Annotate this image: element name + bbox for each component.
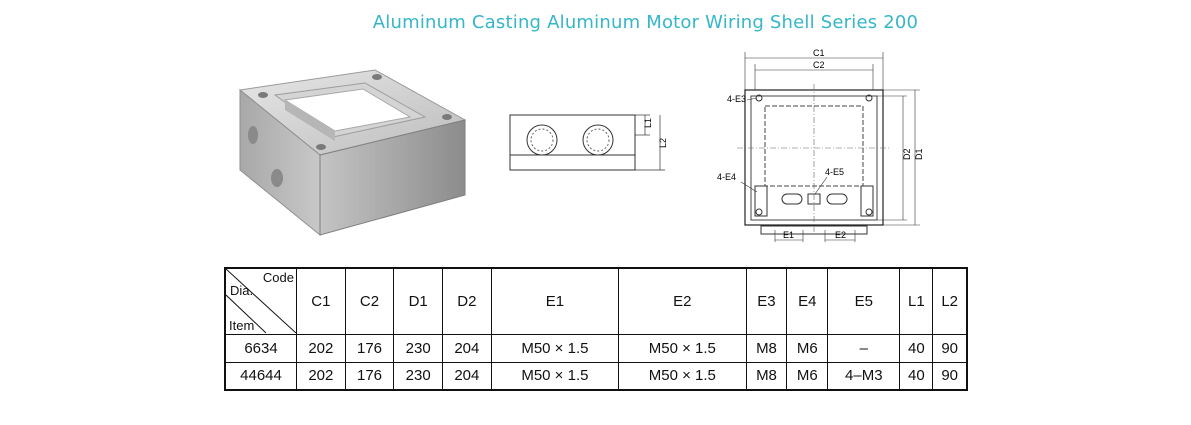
header-e4: E4	[786, 267, 829, 336]
d2-label: D2	[902, 148, 912, 160]
table-header-row: Code Dia. Item C1 C2 D1 D2 E1 E2 E3 E4 E…	[224, 267, 968, 336]
corner-header-cell: Code Dia. Item	[224, 267, 297, 336]
cell-d1: 230	[393, 361, 444, 391]
cell-c2: 176	[344, 334, 395, 363]
page-title-text: Aluminum Casting Aluminum Motor Wiring S…	[372, 12, 919, 33]
cell-item: 6634	[224, 334, 297, 363]
header-l1: L1	[899, 267, 934, 336]
header-l2: L2	[932, 267, 968, 336]
header-d1: D1	[393, 267, 444, 336]
cell-item: 44644	[224, 361, 297, 391]
cell-e5: 4–M3	[827, 361, 901, 391]
e3-label: 4-E3	[727, 94, 746, 104]
cell-e1: M50 × 1.5	[490, 361, 620, 391]
cell-l1: 40	[899, 361, 934, 391]
d1-label: D1	[914, 148, 924, 160]
e4-label: 4-E4	[717, 172, 736, 182]
cell-d2: 204	[442, 334, 492, 363]
cell-c1: 202	[296, 334, 346, 363]
corner-diagonal	[226, 269, 296, 333]
table-row: 6634 202 176 230 204 M50 × 1.5 M50 × 1.5…	[224, 334, 968, 363]
corner-item-label: Item	[229, 318, 255, 334]
cell-e4: M6	[786, 334, 829, 363]
e1-label: E1	[783, 230, 794, 240]
e2-label: E2	[835, 230, 846, 240]
page-title: Aluminum Casting Aluminum Motor Wiring S…	[0, 12, 1191, 33]
header-c1: C1	[296, 267, 346, 336]
header-e5: E5	[827, 267, 901, 336]
e5-label: 4-E5	[825, 167, 844, 177]
corner-dia-label: Dia.	[230, 283, 254, 298]
cell-c2: 176	[344, 361, 395, 391]
c2-label: C2	[813, 60, 825, 70]
cell-e1: M50 × 1.5	[490, 334, 620, 363]
corner-code-label: Code	[262, 270, 294, 285]
cell-c1: 202	[296, 361, 346, 391]
table-row: 44644 202 176 230 204 M50 × 1.5 M50 × 1.…	[224, 361, 968, 391]
c1-label: C1	[813, 48, 825, 58]
cell-l2: 90	[932, 334, 968, 363]
l1-label: L1	[643, 118, 653, 128]
cell-e2: M50 × 1.5	[618, 334, 747, 363]
spec-table: Code Dia. Item C1 C2 D1 D2 E1 E2 E3 E4 E…	[224, 267, 968, 391]
header-e2: E2	[618, 267, 747, 336]
header-e3: E3	[745, 267, 788, 336]
cell-e4: M6	[786, 361, 829, 391]
cell-d2: 204	[442, 361, 492, 391]
header-d2: D2	[442, 267, 492, 336]
cell-l2: 90	[932, 361, 968, 391]
cell-e3: M8	[745, 361, 788, 391]
plan-view-drawing: C1 C2 D2 D1 4-E3 4-E4 4-E5 E1 E2	[717, 48, 924, 242]
header-c2: C2	[344, 267, 395, 336]
cell-d1: 230	[393, 334, 444, 363]
cell-l1: 40	[899, 334, 934, 363]
side-view-drawing: L1 L2	[509, 114, 668, 171]
product-photo	[238, 69, 467, 237]
cell-e3: M8	[745, 334, 788, 363]
cell-e2: M50 × 1.5	[618, 361, 747, 391]
l2-label: L2	[658, 138, 668, 148]
cell-e5: –	[827, 334, 901, 363]
header-e1: E1	[490, 267, 620, 336]
